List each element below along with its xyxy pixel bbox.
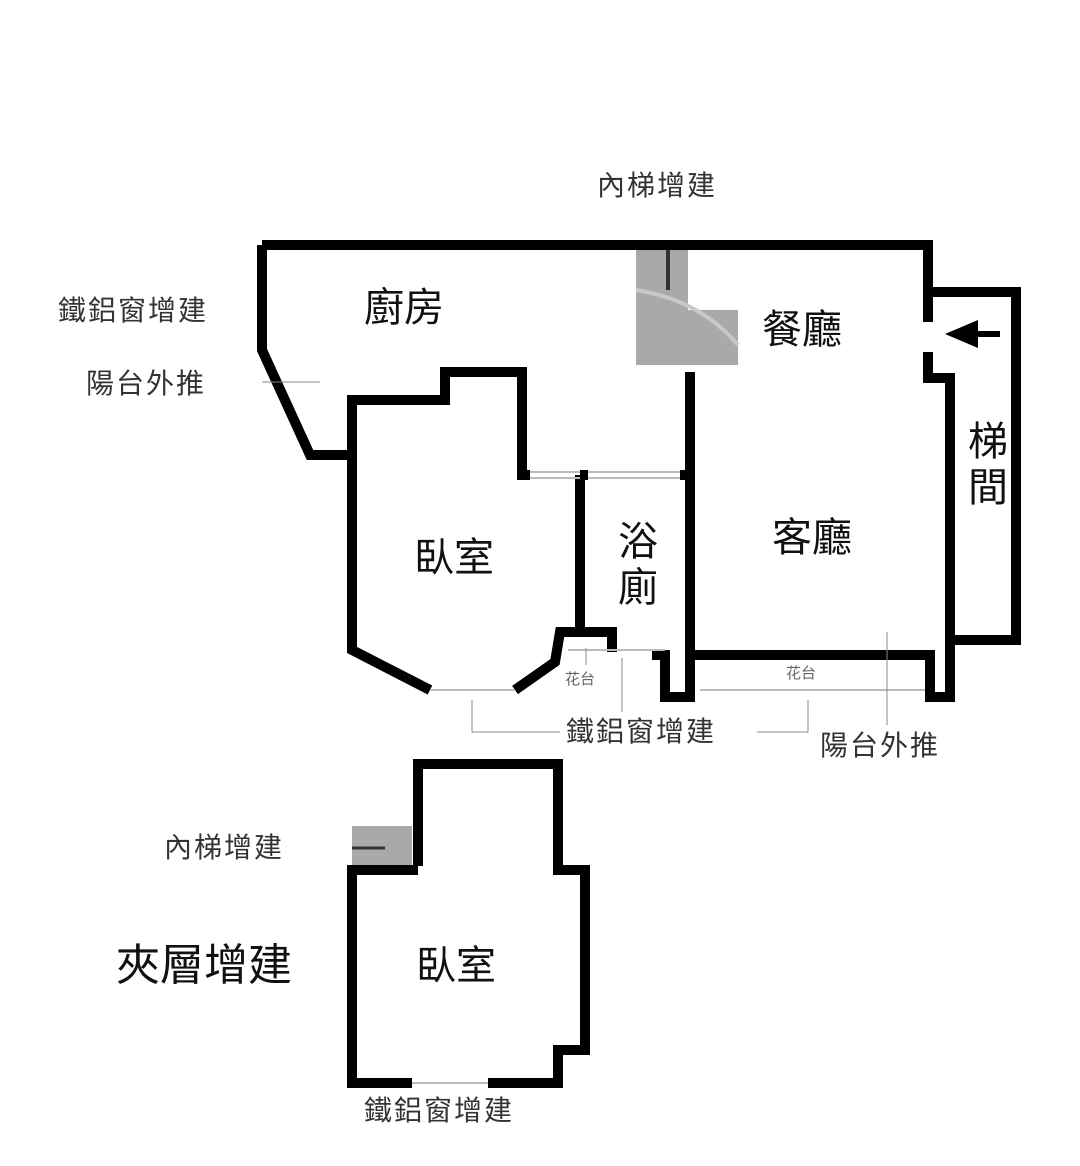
note-planter-left: 花台 xyxy=(565,670,596,688)
note-inner-stair: 內梯增建 xyxy=(597,169,718,202)
mezzanine-title: 夾層增建 xyxy=(116,940,292,991)
note-window-bottom: 鐵鋁窗增建 xyxy=(566,715,717,748)
note-balcony-bottom: 陽台外推 xyxy=(820,729,941,762)
room-kitchen: 廚房 xyxy=(364,285,444,331)
note-window-left: 鐵鋁窗增建 xyxy=(58,294,209,327)
note-balcony-left: 陽台外推 xyxy=(86,367,207,400)
note-inner-stair-mezz: 內梯增建 xyxy=(164,831,285,864)
room-dining: 餐廳 xyxy=(762,307,842,353)
room-bedroom: 臥室 xyxy=(414,535,494,581)
walls xyxy=(257,240,1021,1088)
room-bathroom: 浴廁 xyxy=(611,520,657,612)
entry-arrow-icon xyxy=(945,320,978,348)
note-window-mezz: 鐵鋁窗增建 xyxy=(364,1094,515,1127)
note-planter-right: 花台 xyxy=(786,664,817,682)
mezz-stair-shaded xyxy=(352,826,412,866)
room-mezz-bedroom: 臥室 xyxy=(416,943,496,989)
room-living: 客廳 xyxy=(772,515,852,561)
room-stairwell: 梯間 xyxy=(961,420,1007,512)
